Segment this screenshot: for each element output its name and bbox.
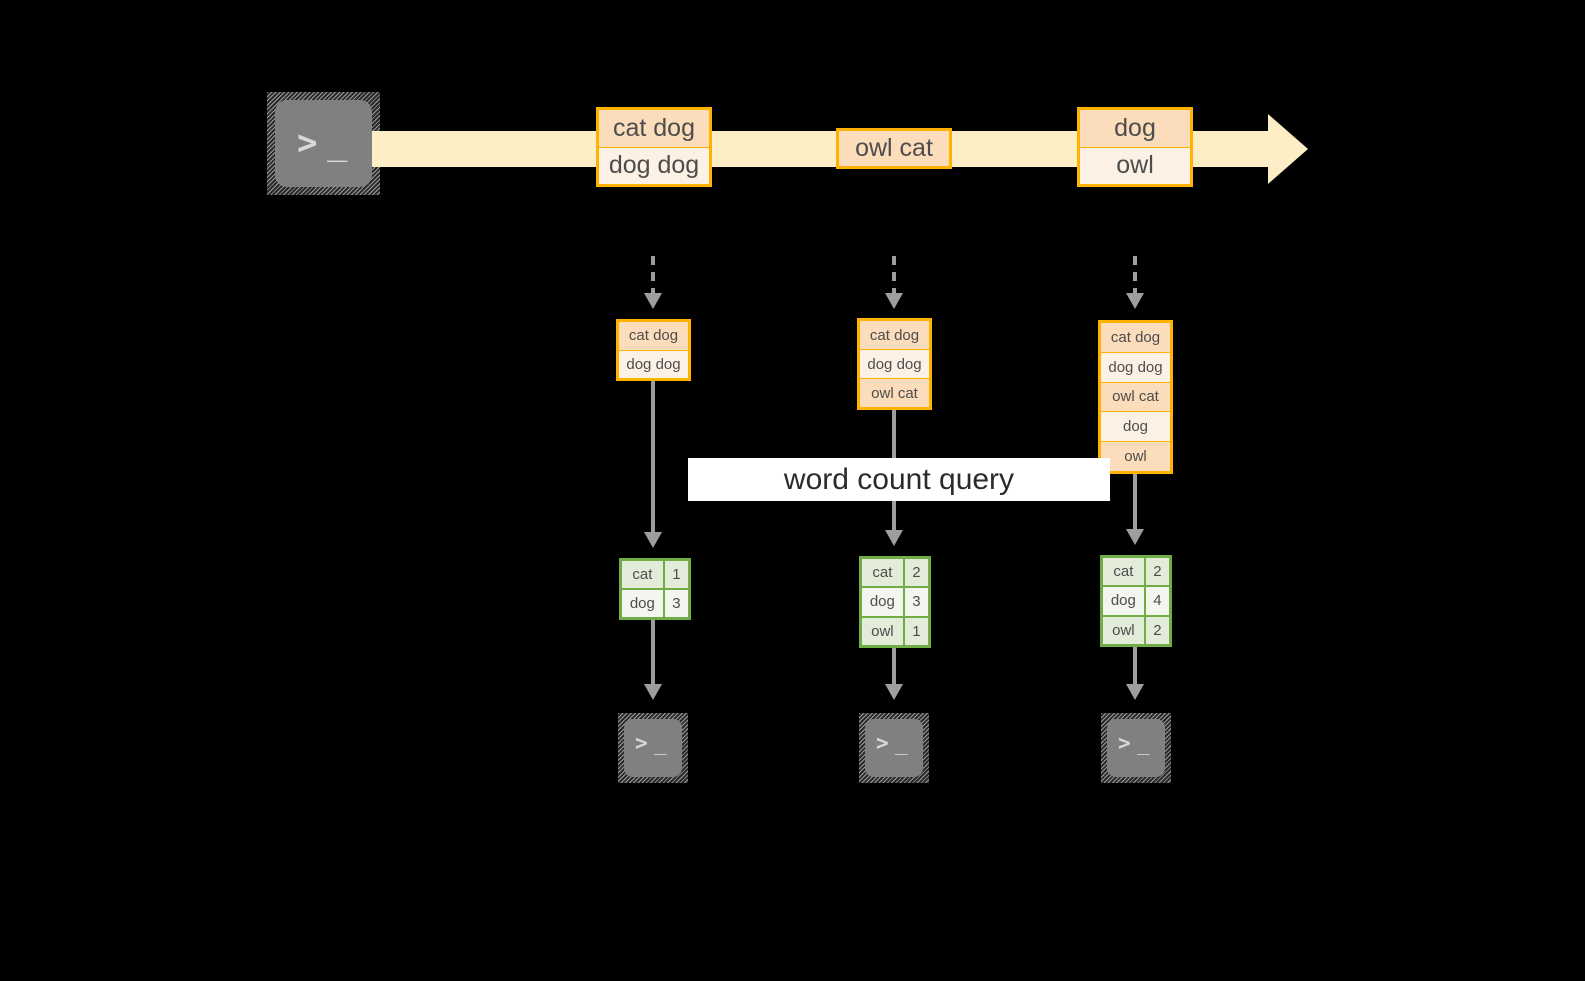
terminal-prompt-glyph: >	[635, 731, 648, 755]
terminal-prompt-glyph: >	[876, 731, 889, 755]
count-word: dog	[862, 588, 905, 616]
snapshot-3-query-line	[1133, 474, 1137, 530]
count-value: 2	[1145, 616, 1169, 644]
snapshot-3-sink-arrowhead	[1126, 684, 1144, 700]
snapshot-2-sink-terminal-icon: > _	[859, 713, 929, 783]
count-word: dog	[1103, 587, 1146, 615]
snapshot-3-sink-terminal-icon: > _	[1101, 713, 1171, 783]
snapshot-1-sink-terminal-icon: > _	[618, 713, 688, 783]
count-word: cat	[622, 561, 665, 588]
stream-event-line: dog	[1080, 110, 1190, 148]
query-label: word count query	[688, 458, 1110, 501]
count-value: 2	[904, 559, 928, 587]
snapshot-3-trigger-line	[1133, 256, 1137, 294]
terminal-cursor-glyph: _	[895, 731, 908, 755]
snapshot-3-query-arrowhead	[1126, 529, 1144, 545]
snapshot-2-trigger-line	[892, 256, 896, 294]
snapshot-3-input-box[interactable]: cat dog dog dog owl cat dog owl	[1098, 320, 1173, 474]
count-word: owl	[1103, 616, 1146, 644]
snapshot-input-line: owl cat	[1101, 382, 1170, 413]
terminal-cursor-glyph: _	[1137, 731, 1150, 755]
stream-event-group-3[interactable]: dog owl	[1077, 107, 1193, 187]
snapshot-input-line: dog dog	[619, 350, 688, 378]
sink-terminal-body: > _	[865, 719, 923, 777]
snapshot-input-line: cat dog	[1101, 323, 1170, 353]
snapshot-input-line: dog dog	[860, 350, 929, 379]
snapshot-1-trigger-line	[651, 256, 655, 294]
source-terminal-icon: > _	[267, 92, 380, 195]
count-value: 2	[1145, 558, 1169, 586]
count-value: 4	[1145, 587, 1169, 615]
snapshot-input-line: dog	[1101, 412, 1170, 443]
snapshot-1-sink-line	[651, 620, 655, 685]
stream-event-group-1[interactable]: cat dog dog dog	[596, 107, 712, 187]
snapshot-1-query-line	[651, 381, 655, 533]
count-row: dog 3	[622, 590, 688, 617]
snapshot-1-count-table[interactable]: cat 1 dog 3	[619, 558, 691, 620]
snapshot-input-line: cat dog	[860, 321, 929, 350]
stream-event-group-2[interactable]: owl cat	[836, 128, 952, 169]
snapshot-1-sink-arrowhead	[644, 684, 662, 700]
stream-event-line: owl	[1080, 147, 1190, 184]
count-value: 1	[904, 617, 928, 645]
snapshot-input-line: owl	[1101, 442, 1170, 471]
snapshot-1-query-arrowhead	[644, 532, 662, 548]
source-terminal-body: > _	[275, 100, 372, 187]
snapshot-3-sink-line	[1133, 647, 1137, 685]
count-value: 1	[664, 561, 688, 588]
snapshot-2-trigger-arrowhead	[885, 293, 903, 309]
snapshot-input-line: owl cat	[860, 379, 929, 407]
count-value: 3	[904, 588, 928, 616]
sink-terminal-body: > _	[1107, 719, 1165, 777]
snapshot-1-input-box[interactable]: cat dog dog dog	[616, 319, 691, 381]
count-word: cat	[1103, 558, 1146, 586]
count-word: dog	[622, 590, 665, 617]
count-row: dog 3	[862, 588, 928, 618]
snapshot-2-input-box[interactable]: cat dog dog dog owl cat	[857, 318, 932, 410]
count-word: cat	[862, 559, 905, 587]
count-row: cat 2	[1103, 558, 1169, 588]
stream-event-line: cat dog	[599, 110, 709, 148]
stream-event-line: owl cat	[839, 131, 949, 166]
terminal-cursor-glyph: _	[327, 123, 348, 163]
snapshot-1-trigger-arrowhead	[644, 293, 662, 309]
count-value: 3	[664, 590, 688, 617]
snapshot-3-count-table[interactable]: cat 2 dog 4 owl 2	[1100, 555, 1172, 647]
terminal-prompt-glyph: >	[1118, 731, 1131, 755]
stream-band-arrowhead	[1268, 114, 1311, 184]
count-row: owl 1	[862, 617, 928, 645]
count-word: owl	[862, 617, 905, 645]
terminal-prompt-glyph: >	[297, 123, 318, 163]
snapshot-2-sink-arrowhead	[885, 684, 903, 700]
count-row: owl 2	[1103, 616, 1169, 644]
count-row: cat 2	[862, 559, 928, 589]
snapshot-2-count-table[interactable]: cat 2 dog 3 owl 1	[859, 556, 931, 648]
count-row: cat 1	[622, 561, 688, 590]
terminal-cursor-glyph: _	[654, 731, 667, 755]
snapshot-3-trigger-arrowhead	[1126, 293, 1144, 309]
count-row: dog 4	[1103, 587, 1169, 617]
snapshot-2-sink-line	[892, 648, 896, 685]
sink-terminal-body: > _	[624, 719, 682, 777]
snapshot-2-query-arrowhead	[885, 530, 903, 546]
stream-event-line: dog dog	[599, 147, 709, 184]
snapshot-input-line: cat dog	[619, 322, 688, 351]
snapshot-input-line: dog dog	[1101, 352, 1170, 383]
